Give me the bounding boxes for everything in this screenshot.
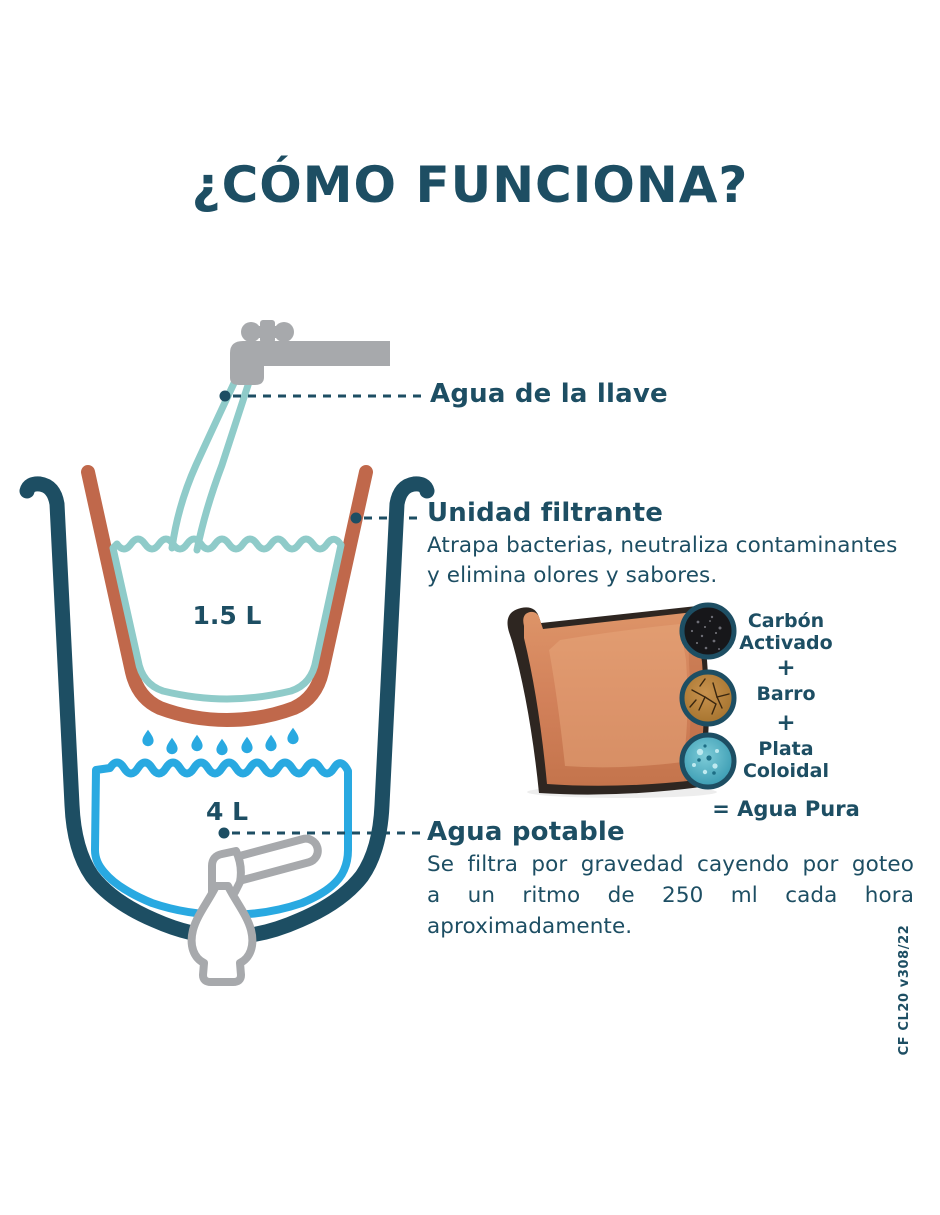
potable-desc-line: aproximadamente. [427,914,633,939]
filtered-water-outline [109,535,345,703]
lower-volume-label: 4 L [205,797,249,826]
composition-item-carbon: Carbón Activado [739,610,833,654]
potable-water-description: Se filtra por gravedad cayendo por goteo… [427,849,914,942]
spigot-icon [187,834,322,986]
barro-circle-image [679,669,737,727]
connector-dot [219,390,231,402]
water-drop-icon [142,729,154,747]
tap-water-label: Agua de la llave [430,379,668,409]
water-drop-icon [287,727,299,745]
filter-unit-outline [81,465,373,727]
filter-unit-title: Unidad filtrante [427,498,664,528]
potable-water-outline [91,758,352,919]
upper-volume-label: 1.5 L [192,601,262,630]
composition-result: = Agua Pura [712,797,860,821]
composition-item-barro: Barro [756,683,816,705]
water-drop-icons [142,727,299,756]
connector-dot [218,827,230,839]
dashed-connectors [218,390,422,839]
page-title: ¿CÓMO FUNCIONA? [191,156,749,214]
water-drop-icon [216,738,228,756]
potable-water-title: Agua potable [427,817,625,847]
carbon-circle-image [679,602,737,660]
connector-dot [350,512,362,524]
potable-desc-line: Se filtra por gravedad cayendo por goteo [427,852,914,877]
filter-desc-line: Atrapa bacterias, neutraliza contaminant… [427,533,898,558]
water-stream [168,375,254,554]
faucet-icon [230,320,390,385]
plus-sign: + [776,710,796,736]
water-drop-icon [241,736,253,754]
filter-unit-description: Atrapa bacterias, neutraliza contaminant… [427,531,927,591]
composition-item-plata: Plata Coloidal [742,738,829,782]
version-code: CF CL20 v308/22 [897,924,912,1056]
water-drop-icon [191,734,203,752]
plata-circle-image [679,732,737,790]
potable-desc-line: a un ritmo de 250 ml cada hora [427,883,914,908]
water-drop-icon [265,734,277,752]
water-drop-icon [166,737,178,755]
filter-desc-line: y elimina olores y sabores. [427,563,718,588]
plus-sign: + [776,655,796,681]
